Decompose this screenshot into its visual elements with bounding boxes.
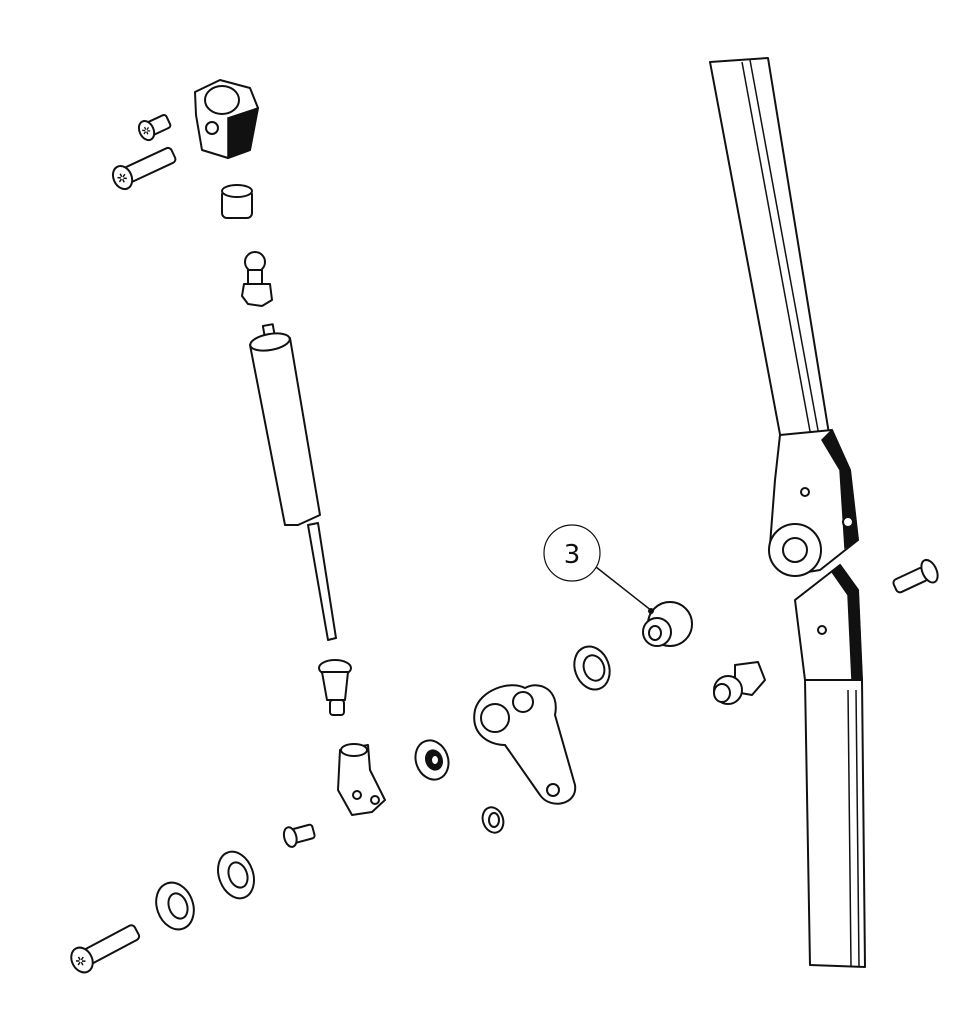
frame-hinge-upper [768, 428, 859, 577]
clamp-block [194, 79, 259, 160]
bushing-bottom [155, 881, 195, 931]
flanged-bushing-small [573, 645, 611, 691]
bearing [414, 739, 450, 781]
screw-bottom: ✲ [70, 924, 141, 974]
frame-lower-tube [804, 679, 866, 968]
flanged-bushing [642, 601, 693, 647]
frame-upper-tube [709, 57, 831, 446]
bushing [221, 184, 253, 219]
callout-label: 3 [564, 540, 581, 570]
pin-nut [713, 661, 766, 705]
small-bolt [282, 823, 316, 848]
clevis [337, 743, 386, 816]
small-washer [481, 806, 505, 834]
callout-leader-line [595, 566, 653, 612]
gas-spring [249, 323, 337, 641]
callout-3: 3 [543, 524, 654, 614]
ball-stud [241, 251, 273, 307]
screw-short: ✲ [137, 114, 172, 142]
hinge-bolt [892, 558, 939, 594]
screw-long: ✲ [111, 146, 177, 191]
callout-leader-dot [648, 608, 654, 614]
callout-circle [543, 524, 601, 582]
frame-hinge-lower [794, 563, 863, 681]
washer-large [217, 850, 255, 900]
link-plate [473, 684, 577, 805]
clevis-pin [318, 659, 352, 716]
